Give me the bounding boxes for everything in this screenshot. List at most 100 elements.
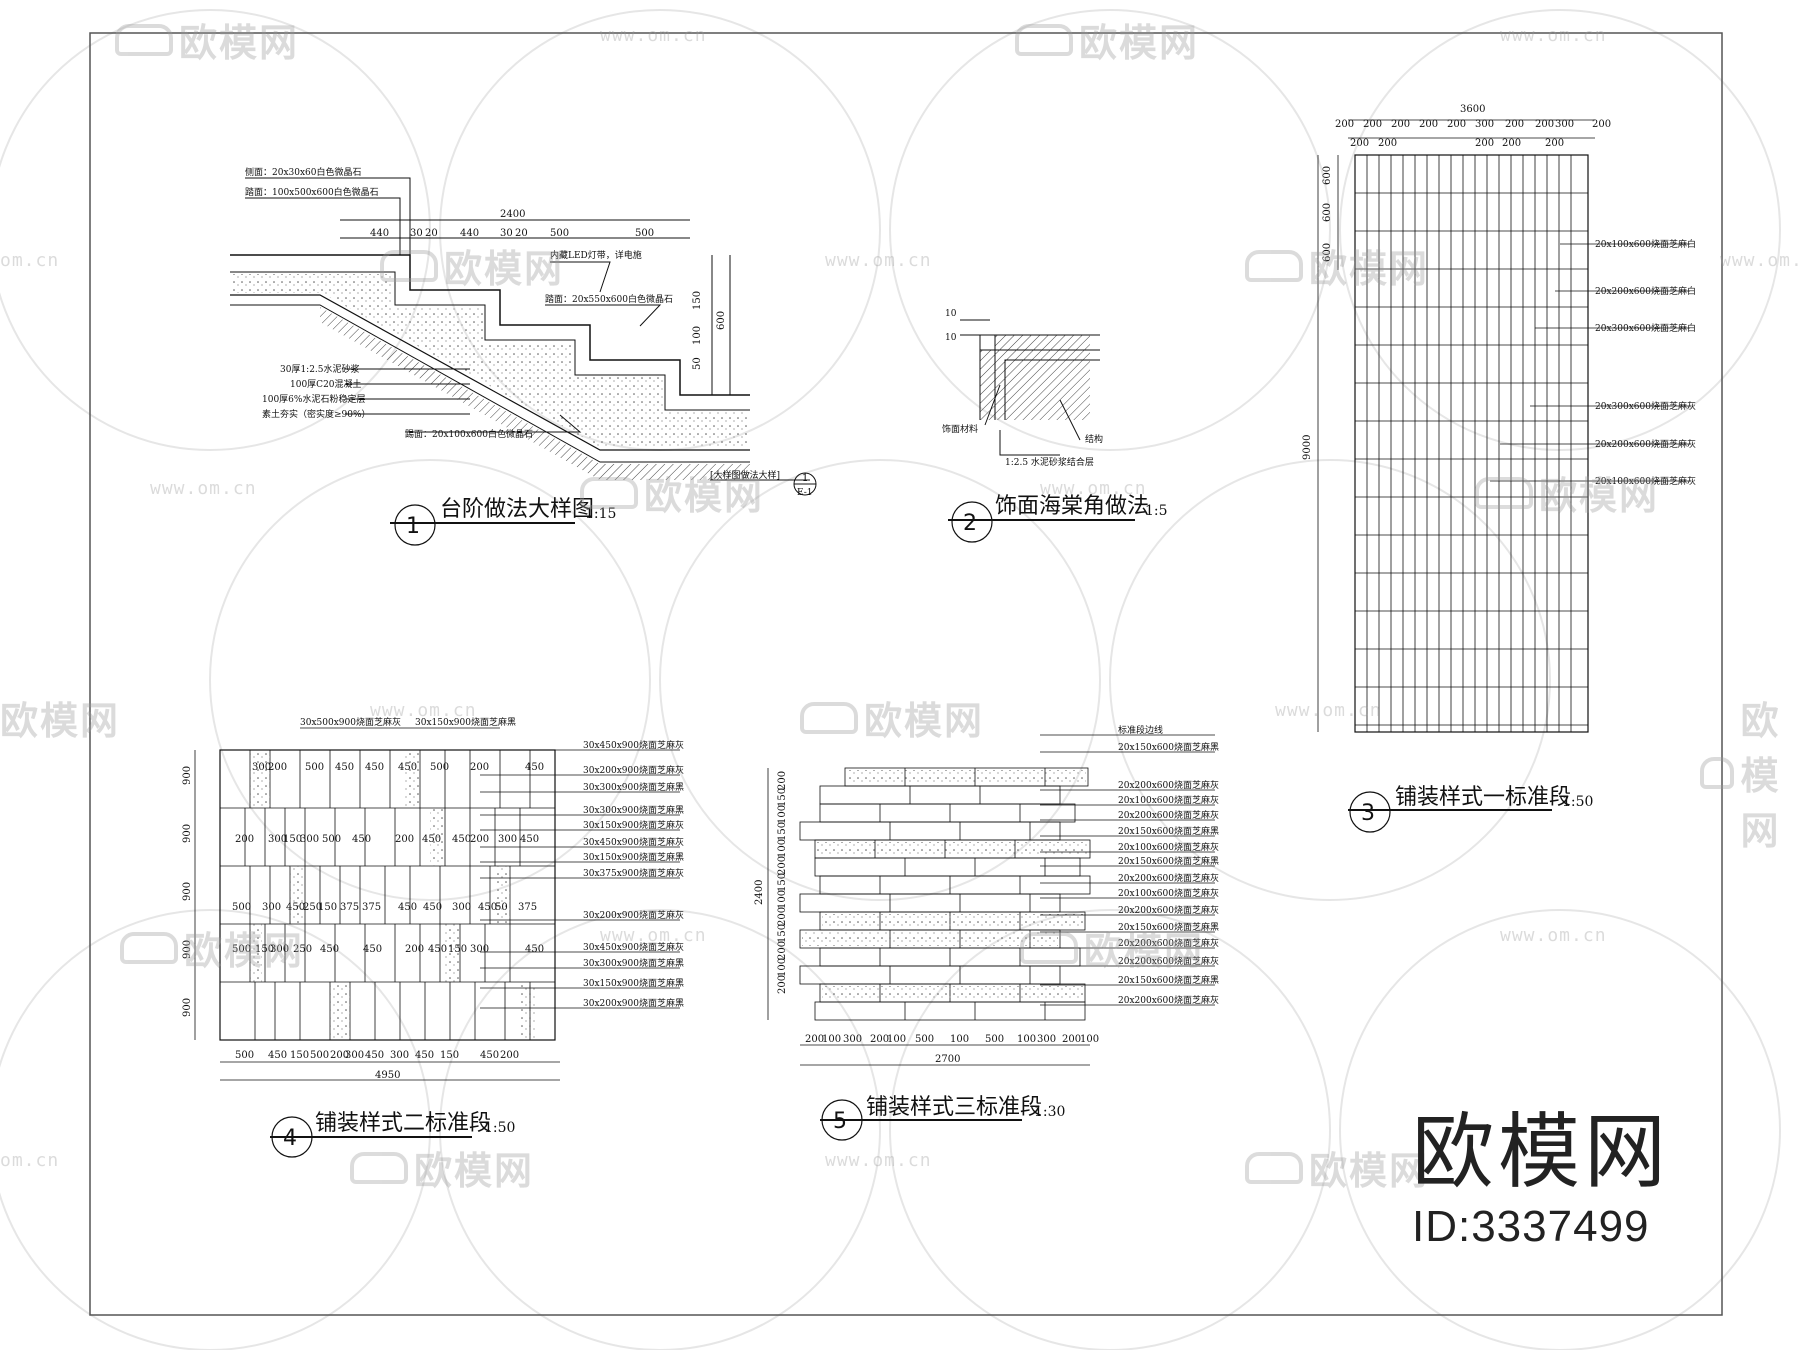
d5-dim-left: 100 [777,890,788,909]
detail-4-texts: 30x450x900烧面芝麻灰30x200x900烧面芝麻灰30x300x900… [182,716,684,1081]
brand-block: 欧模网 ID:3337499 [1412,1112,1670,1252]
d5-note: 20x150x600烧面芝麻黑 [1118,825,1219,837]
detail-3-paving-1 [1317,119,1690,733]
d4-dark-tile [495,866,510,924]
d4-note: 30x450x900烧面芝麻灰 [583,836,684,848]
d5-dim-bottom: 500 [915,1034,934,1045]
d5-note: 20x200x600烧面芝麻灰 [1118,779,1219,791]
d4-note: 30x450x900烧面芝麻灰 [583,739,684,751]
d5-note: 标准段边线 [1118,724,1163,736]
detail-5-texts: 标准段边线 20x150x600烧面芝麻黑 20x200x600烧面芝麻灰 20x10… [754,724,1219,1065]
d4-dim-row: 450 [525,944,544,955]
d3-dim2-2: 200 [1475,138,1494,149]
d4-dark-tile [250,750,270,808]
d3-dim-4: 200 [1447,119,1466,130]
title-4: 4 铺装样式二标准段 1:50 [270,1111,515,1158]
d4-note: 30x300x900烧面芝麻黑 [583,957,684,969]
detail-1-texts: 侧面：20x30x60白色微晶石 踏面：100x500x600白色微晶石 内藏L… [245,166,817,498]
d1-note-4: 30厚1:2.5水泥砂浆 [280,363,360,375]
d4-note: 30x450x900烧面芝麻灰 [583,941,684,953]
d4-dim-row: 375 [340,902,359,913]
d3-dim-7: 200 [1535,119,1554,130]
d3-note-1: 20x200x600烧面芝麻白 [1595,285,1696,297]
d4-dim-row: 450 [352,834,371,845]
d4-note: 30x150x900烧面芝麻灰 [583,819,684,831]
d4-dim-row: 150 [255,944,274,955]
d5-dim-bottom: 200 [1062,1034,1081,1045]
d4-dim-row: 150 [448,944,467,955]
d4-note: 30x300x900烧面芝麻黑 [583,804,684,816]
d4-dim-row: 450 [398,762,417,773]
d4-dim-left: 900 [182,998,193,1017]
d3-note-5: 20x100x600烧面芝麻灰 [1595,475,1696,487]
d1-dim-r3: 50 [692,357,703,370]
d3-outline [1354,154,1589,733]
d1-dim-3: 20 [425,228,438,239]
d4-dim-bottom: 300 [345,1050,364,1061]
d5-note: 20x200x600烧面芝麻灰 [1118,904,1219,916]
d4-dim-row: 300 [262,902,281,913]
title-5-text: 铺装样式三标准段 [866,1095,1042,1120]
d3-note-0: 20x100x600烧面芝麻白 [1595,238,1696,250]
title-5-scale: 1:30 [1034,1104,1065,1120]
d4-dim-row: 300 [252,762,271,773]
title-3-text: 铺装样式一标准段 [1395,785,1571,810]
d4-dim-total: 4950 [375,1070,400,1081]
d5-note: 20x100x600烧面芝麻灰 [1118,887,1219,899]
d5-dim-bottom: 100 [1017,1034,1036,1045]
d5-dim-left: 200 [777,941,788,960]
title-3-number: 3 [1361,801,1375,826]
d1-dim-6: 20 [515,228,528,239]
d5-note: 20x150x600烧面芝麻黑 [1118,741,1219,753]
brand-id: ID:3337499 [1411,1202,1650,1251]
d5-note: 20x100x600烧面芝麻灰 [1118,841,1219,853]
sheet-frame [89,32,1723,1316]
d1-note-3: 踏面：20x550x600白色微晶石 [545,293,673,305]
d4-dark-tile [445,924,460,982]
d3-dim2-3: 200 [1502,138,1521,149]
d3-dim-8: 300 [1555,119,1574,130]
title-2-number: 2 [963,511,977,536]
d5-note: 20x150x600烧面芝麻黑 [1118,855,1219,867]
d5-dark-course [822,986,1083,1000]
d4-dim-row: 200 [268,762,287,773]
d4-dim-row: 450 [478,902,497,913]
d4-dim-row: 450 [320,944,339,955]
detail-4-paving-2 [194,727,680,1081]
d4-dim-row: 200 [235,834,254,845]
d5-note: 20x150x600烧面芝麻黑 [1118,921,1219,933]
detail-3-texts: 3600 200 200 200 200 200 300 200 200 300… [1302,104,1696,487]
title-2-scale: 1:5 [1145,503,1168,519]
title-4-text: 铺装样式二标准段 [315,1111,491,1136]
d4-note: 30x150x900烧面芝麻黑 [583,851,684,863]
d1-note-2: 内藏LED灯带，详电施 [550,249,642,261]
detail-2-texts: 饰面材料 结构 1:2.5 水泥砂浆结合层 10 10 [942,309,1103,468]
d3-dim2-0: 200 [1350,138,1369,149]
title-1-number: 1 [406,514,420,539]
d3-dim2-1: 200 [1378,138,1397,149]
d4-dim-row: 500 [232,902,251,913]
d1-dim-total: 2400 [500,209,525,220]
d5-course [814,1001,1086,1021]
d4-dim-row: 500 [322,834,341,845]
title-1-text: 台阶做法大样图 [440,497,594,522]
d5-dim-left: 100 [777,805,788,824]
d4-outline [219,749,556,1041]
d1-dim-8: 500 [635,228,654,239]
d5-dim-height: 2400 [754,880,765,905]
d2-note-2: 1:2.5 水泥砂浆结合层 [1005,456,1094,468]
d5-dim-left: 100 [777,958,788,977]
d5-note: 20x150x600烧面芝麻黑 [1118,974,1219,986]
d5-dark-course [817,842,1088,856]
title-1-scale: 1:15 [585,506,616,522]
d4-dim-bottom: 300 [390,1050,409,1061]
d4-dim-row: 300 [268,834,287,845]
d5-dim-bottom: 200 [805,1034,824,1045]
d4-dim-row: 450 [398,902,417,913]
d3-dim-5: 300 [1475,119,1494,130]
d4-dim-row: 200 [470,834,489,845]
d1-note-6: 100厚6%水泥石粉稳定层 [262,393,365,405]
d4-dim-bottom: 450 [365,1050,384,1061]
d4-dim-row: 300 [498,834,517,845]
d1-note-1: 踏面：100x500x600白色微晶石 [245,186,379,198]
